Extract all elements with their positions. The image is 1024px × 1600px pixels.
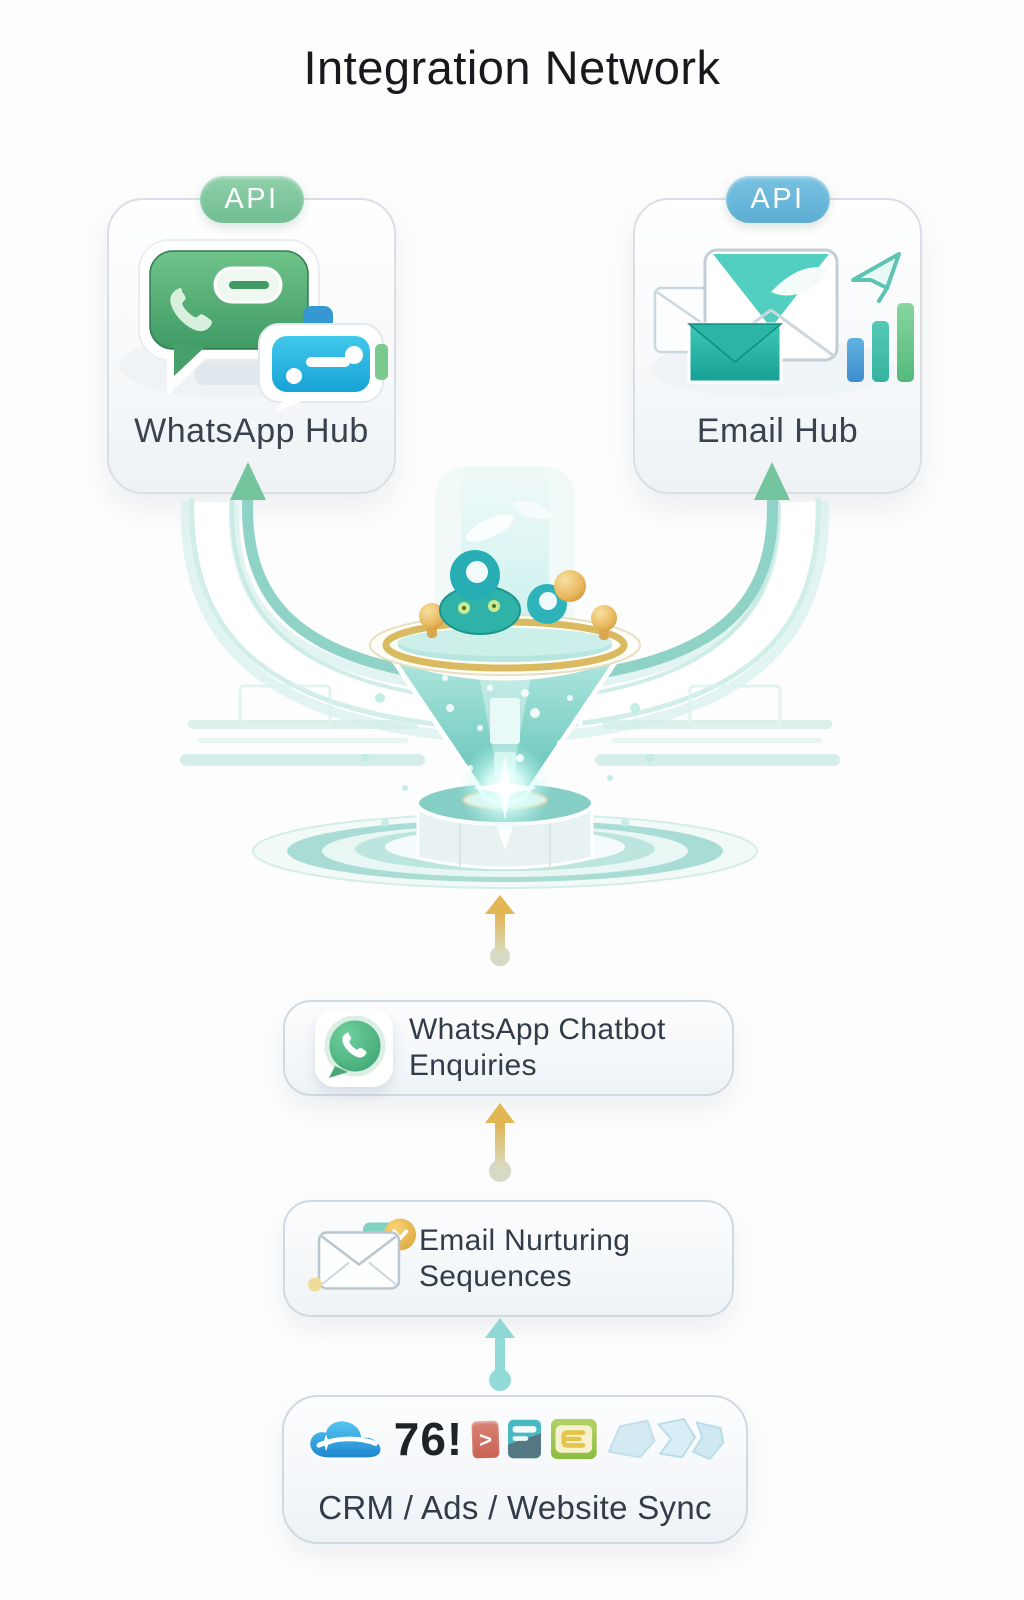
sync-arrows-icon bbox=[607, 1417, 725, 1461]
funnel-cone bbox=[389, 655, 621, 806]
flow-label-line1: Email Nurturing bbox=[419, 1223, 631, 1257]
crm-label: CRM / Ads / Website Sync bbox=[318, 1489, 712, 1526]
pedestal-rings bbox=[252, 813, 758, 889]
teal-envelope-icon bbox=[686, 322, 784, 384]
flow-arrow-gold-1 bbox=[485, 895, 515, 966]
crm-stat: 76! bbox=[393, 1413, 464, 1465]
email-campaign-icon bbox=[651, 248, 914, 398]
circuit-lines bbox=[180, 684, 840, 766]
lead-funnel-icon bbox=[180, 458, 840, 889]
flow-label: WhatsApp Chatbot Enquiries bbox=[409, 1012, 666, 1084]
gold-lead-icon bbox=[419, 603, 445, 629]
chatbot-bubble bbox=[258, 306, 388, 412]
flow-label-line2: Enquiries bbox=[409, 1049, 537, 1082]
pipe-arrow-left bbox=[230, 462, 486, 686]
node-email-hub: API bbox=[633, 176, 922, 494]
whatsapp-icon bbox=[315, 1009, 393, 1087]
cloud-crm-icon bbox=[308, 1419, 383, 1460]
ads-card-icon bbox=[550, 1417, 598, 1461]
flow-label-line1: WhatsApp Chatbot bbox=[409, 1013, 666, 1046]
whatsapp-chat-robot-icon bbox=[119, 239, 388, 412]
funnel-rim bbox=[369, 614, 641, 676]
page-title: Integration Network bbox=[303, 41, 721, 94]
gold-lead-icon bbox=[554, 570, 586, 602]
gold-lead-icon bbox=[591, 605, 617, 631]
flow-label: Email Nurturing Sequences bbox=[419, 1223, 630, 1295]
flow-arrow-gold-2 bbox=[485, 1103, 515, 1182]
sparkles bbox=[427, 675, 583, 781]
lead-bubbles bbox=[419, 550, 617, 640]
pipe-shell-right bbox=[498, 497, 830, 745]
node-whatsapp-hub: API bbox=[107, 176, 396, 494]
arrowhead-up-icon bbox=[485, 895, 515, 914]
arrowhead-up-icon bbox=[485, 1318, 515, 1338]
api-badge-email: API bbox=[725, 176, 830, 223]
pedestal-drum bbox=[415, 780, 595, 870]
glow-burst bbox=[459, 742, 551, 834]
teal-ring-icon bbox=[527, 584, 567, 624]
hub-label-email: Email Hub bbox=[696, 412, 859, 450]
flow-arrow-teal bbox=[485, 1318, 515, 1391]
email-envelope-icon bbox=[307, 1214, 419, 1303]
red-arrow-badge-icon: > bbox=[471, 1420, 500, 1458]
node-crm-ads-website-sync: 76! > CRM / Ads / Website Sync bbox=[282, 1395, 748, 1544]
flow-label-line2: Sequences bbox=[419, 1259, 572, 1293]
api-badge-whatsapp: API bbox=[199, 176, 304, 223]
leaf-sparkle bbox=[466, 514, 514, 542]
robot-blob-icon bbox=[439, 585, 521, 635]
phone-icon bbox=[170, 288, 212, 332]
pipe-shell-left bbox=[180, 497, 512, 745]
paper-plane-icon bbox=[851, 252, 901, 303]
hub-label-whatsapp: WhatsApp Hub bbox=[134, 412, 369, 450]
bar-chart-icon bbox=[847, 303, 914, 382]
teal-ring-icon bbox=[450, 550, 500, 600]
node-whatsapp-chatbot-enquiries: WhatsApp Chatbot Enquiries bbox=[283, 1000, 734, 1096]
crm-icon-row: 76! > bbox=[306, 1413, 725, 1465]
light-beam bbox=[435, 466, 575, 654]
browser-window-icon bbox=[508, 1419, 542, 1459]
arrowhead-up-icon bbox=[485, 1103, 515, 1123]
node-email-nurturing-sequences: Email Nurturing Sequences bbox=[283, 1200, 734, 1317]
pipe-arrow-right bbox=[534, 462, 790, 686]
